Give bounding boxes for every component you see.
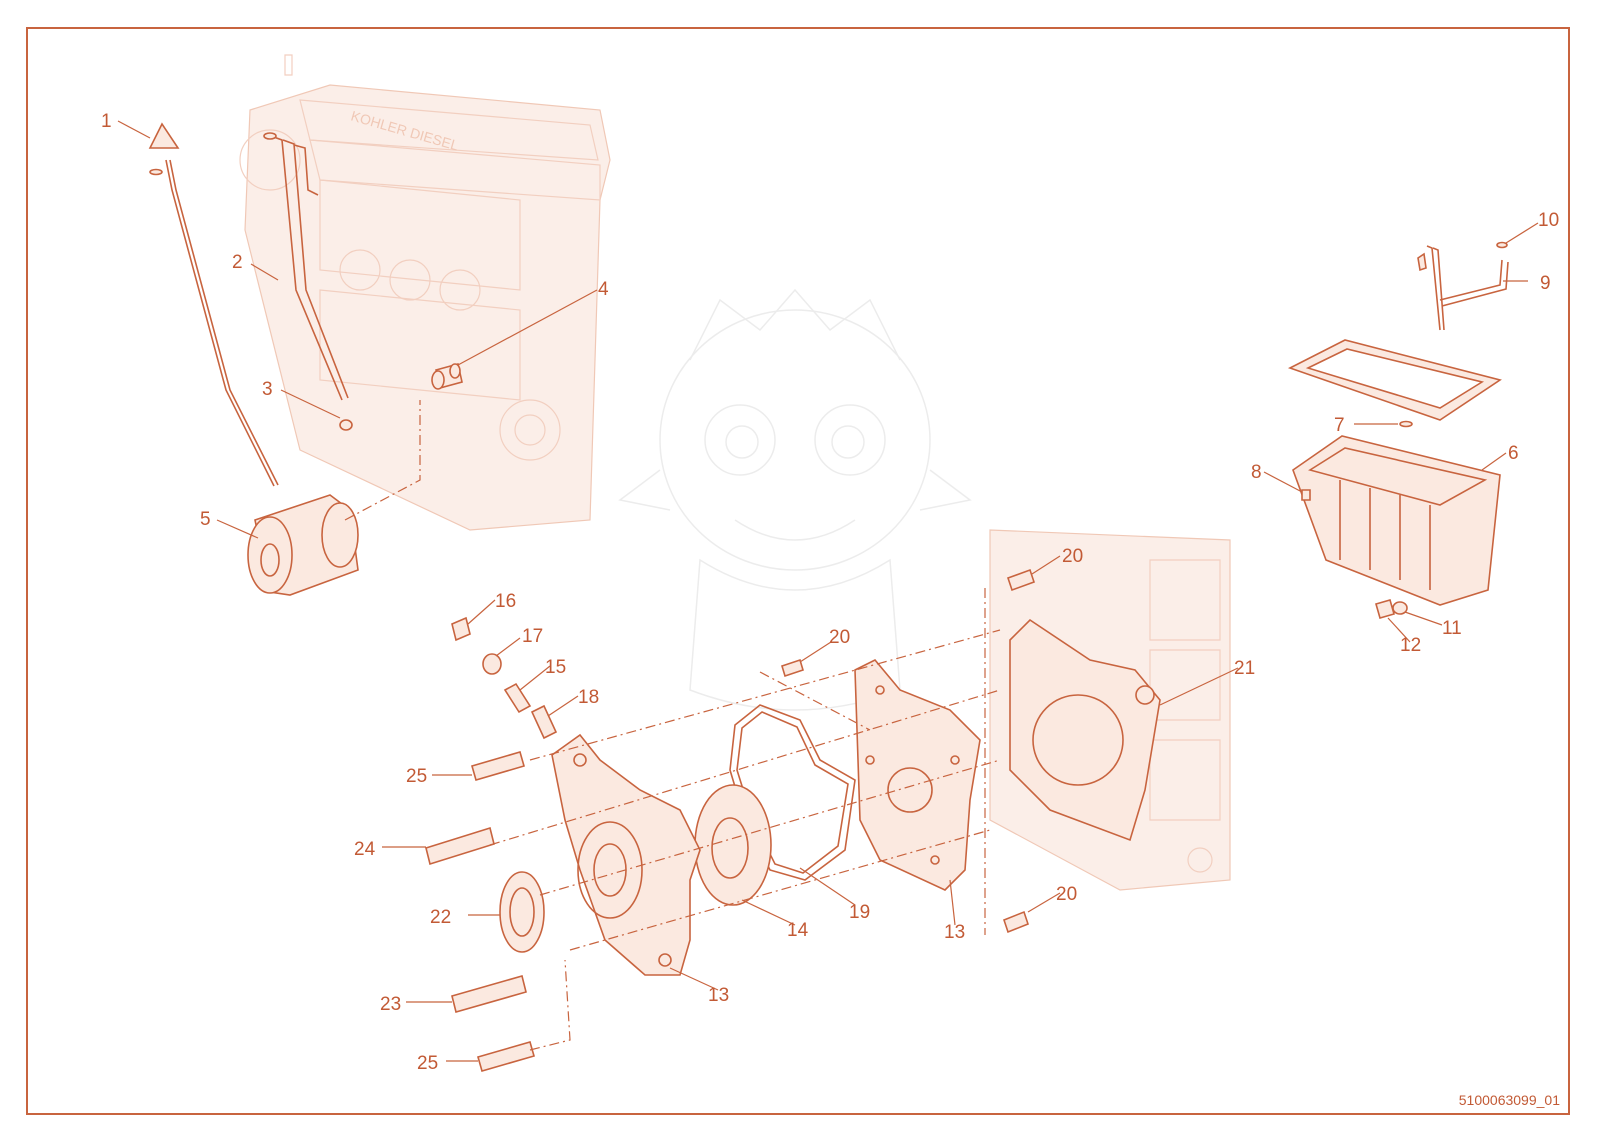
filter-fitting (431, 363, 463, 390)
callout-13-front: 13 (708, 985, 729, 1006)
callout-1: 1 (101, 111, 112, 132)
washer-17 (482, 653, 502, 675)
callout-13-plate: 13 (944, 922, 965, 943)
callout-2: 2 (232, 252, 243, 273)
piston-18 (530, 704, 558, 740)
callout-19: 19 (849, 902, 870, 923)
callout-22: 22 (430, 907, 451, 928)
plug-16 (451, 616, 471, 642)
o-ring-7 (1399, 420, 1413, 428)
callout-6: 6 (1508, 443, 1519, 464)
page-frame (26, 27, 1570, 1115)
callout-25-top: 25 (406, 766, 427, 787)
callout-5: 5 (200, 509, 211, 530)
callout-23: 23 (380, 994, 401, 1015)
bolt-25-top (471, 751, 525, 781)
callout-9: 9 (1540, 273, 1551, 294)
document-id: 5100063099_01 (1458, 1092, 1560, 1108)
oil-pickup-tube (1417, 245, 1509, 331)
callout-4: 4 (598, 279, 609, 300)
dipstick (148, 122, 279, 487)
rear-gasket (1009, 618, 1161, 842)
callout-labels: 1 2 3 4 5 6 7 8 9 10 11 12 13 13 14 15 1… (101, 111, 1559, 1074)
callout-7: 7 (1334, 415, 1345, 436)
callout-15: 15 (545, 657, 566, 678)
o-ring-3 (339, 419, 353, 431)
bolt-20-mid (781, 658, 804, 678)
bolt-8 (1301, 489, 1311, 501)
dipstick-tube (263, 132, 349, 401)
callout-8: 8 (1251, 462, 1262, 483)
oil-filter (247, 494, 359, 596)
bolt-20-top (1006, 568, 1036, 592)
callout-18: 18 (578, 687, 599, 708)
bolt-25-bottom (477, 1041, 535, 1072)
callout-24: 24 (354, 839, 376, 860)
engine-block-ghost: KOHLER DIESEL (239, 54, 611, 531)
callout-17: 17 (522, 626, 543, 647)
callout-14: 14 (787, 920, 809, 941)
cover-plate (854, 659, 981, 891)
pump-rotor (694, 784, 772, 906)
front-seal (499, 871, 545, 953)
callout-20-top: 20 (1062, 546, 1083, 567)
spring-15 (503, 682, 532, 714)
callout-20-bottom: 20 (1056, 884, 1077, 905)
callout-12: 12 (1400, 635, 1421, 656)
callout-25-bottom: 25 (417, 1053, 438, 1074)
bolt-24 (425, 826, 495, 866)
callout-20-mid: 20 (829, 627, 850, 648)
oil-pan-gasket (1287, 339, 1502, 421)
oil-pan (1292, 435, 1501, 606)
callout-10: 10 (1538, 210, 1559, 231)
o-ring-10 (1496, 241, 1508, 249)
leader-lines (117, 120, 1539, 1062)
mascot-watermark (618, 288, 972, 711)
callout-3: 3 (262, 379, 273, 400)
callout-11: 11 (1442, 618, 1462, 639)
callout-16: 16 (495, 591, 516, 612)
bolt-20-bottom (1003, 910, 1029, 934)
washer-11 (1392, 601, 1408, 615)
callout-21: 21 (1234, 658, 1255, 679)
relief-valve-parts (451, 616, 558, 740)
assembly-lines (344, 400, 1001, 1051)
bolt-23 (451, 975, 527, 1013)
drain-plug-12 (1375, 599, 1395, 619)
